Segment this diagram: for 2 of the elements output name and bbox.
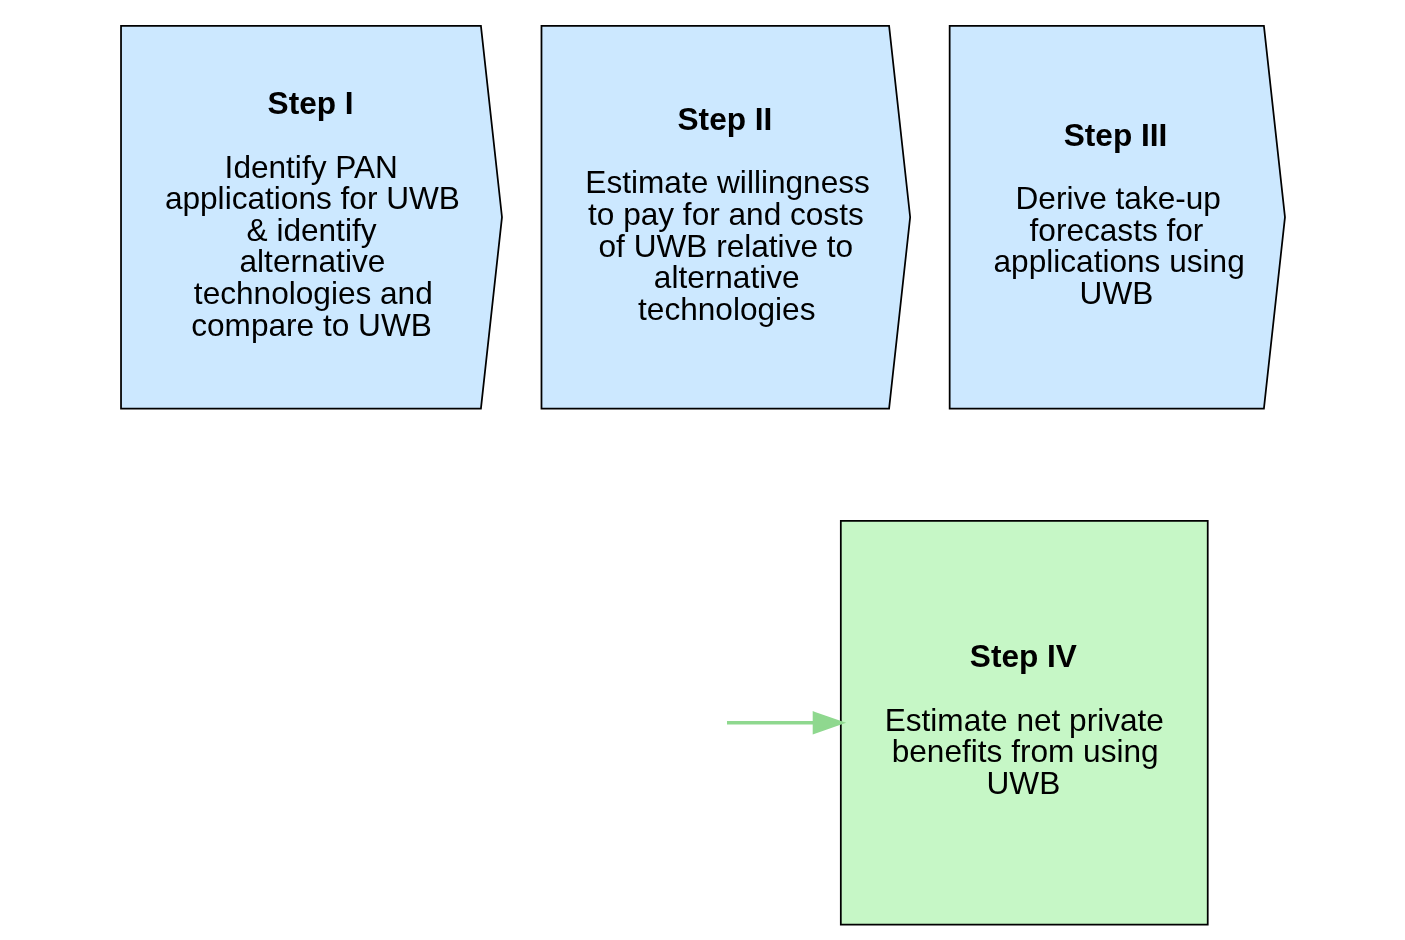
arrow xyxy=(726,711,846,735)
node-box: Step IV Estimate net private benefits from using UWB xyxy=(839,520,1209,926)
